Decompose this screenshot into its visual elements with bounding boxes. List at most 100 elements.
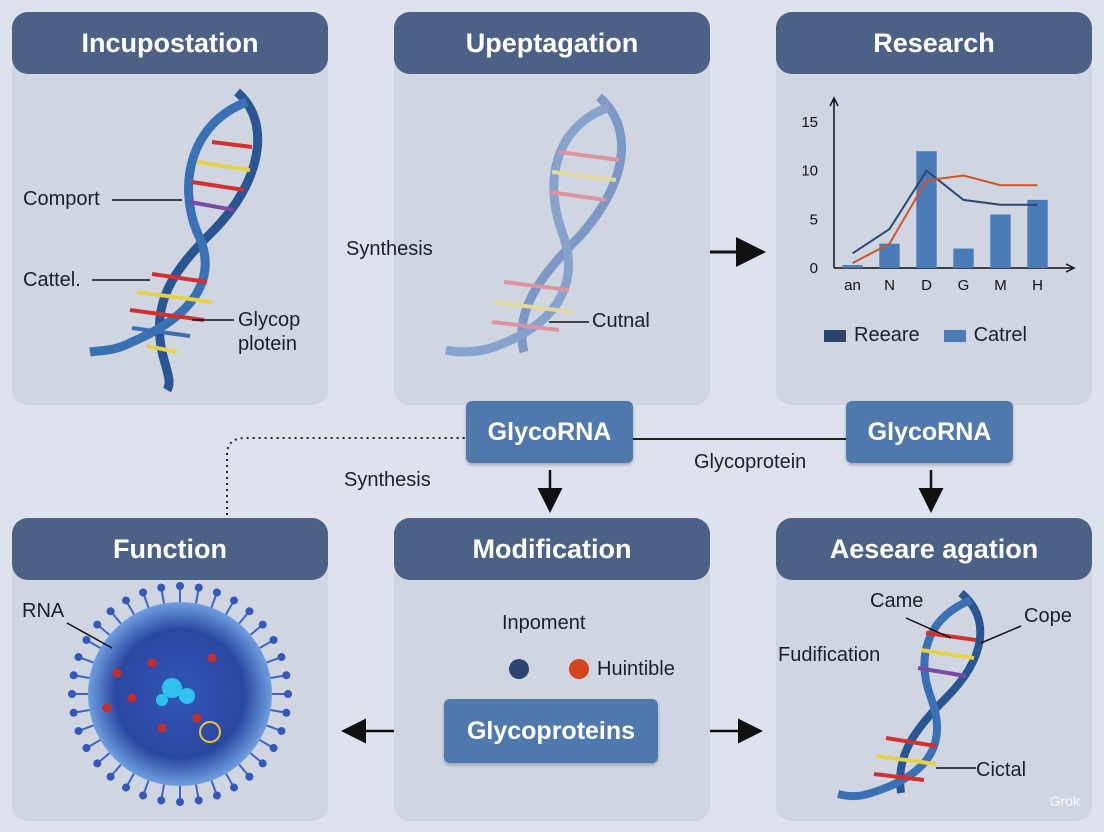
y-tick-label: 0: [810, 260, 818, 277]
dna-helix-icon: [837, 589, 1022, 801]
virus-spike-tip: [139, 588, 148, 597]
glycorna-node-right: GlycoRNA: [846, 401, 1013, 463]
y-tick-label: 15: [801, 114, 818, 131]
label-plotein: plotein: [238, 333, 297, 355]
chart-line: [852, 174, 1038, 265]
virus-spike-tip: [176, 798, 184, 806]
label-glycoprotein-connector: Glycoprotein: [694, 451, 807, 473]
panel-upeptagation: Upeptagation Synthesis Cutnal: [346, 12, 710, 405]
x-axis-arrowhead: [1065, 263, 1076, 273]
y-tick-label: 5: [810, 211, 818, 228]
virus-spike-tip: [282, 708, 291, 717]
chart-bar: [842, 265, 863, 268]
virus-spike-tip: [230, 596, 238, 605]
x-tick-label: M: [994, 277, 1007, 294]
x-tick-label: H: [1032, 277, 1043, 294]
legend-item: Catrel: [943, 324, 1027, 347]
virus-spike-tip: [284, 690, 292, 698]
panel-title: Research: [776, 12, 1092, 74]
virus-dot: [157, 723, 167, 733]
panel-research: Research 0 5 10 15 an N D G M H Reeare Catrel: [776, 12, 1092, 405]
virus-spike-tip: [212, 588, 221, 597]
virus-spike-tip: [176, 582, 184, 590]
label-glycop: Glycop: [238, 309, 301, 331]
virus-spike-tip: [74, 726, 83, 735]
legend-swatch: [824, 329, 846, 342]
virus-spike-tip: [82, 744, 91, 752]
virus-spike-tip: [245, 607, 254, 616]
chart-bar: [953, 248, 974, 268]
label-cutnal: Cutnal: [592, 310, 650, 332]
panel-title: Upeptagation: [394, 12, 710, 74]
panel-title: Incupostation: [12, 12, 328, 74]
chart-bar: [990, 214, 1011, 268]
glycorna-node-left: GlycoRNA: [466, 401, 633, 463]
virus-spike-tip: [277, 726, 286, 735]
panel-title: Modification: [394, 518, 710, 580]
virus-dot: [127, 693, 137, 703]
research-chart: 0 5 10 15 an N D G M H: [801, 96, 1076, 294]
watermark: Grok: [1049, 793, 1080, 809]
x-tick-label: G: [958, 277, 970, 294]
virus-spike-tip: [93, 759, 102, 768]
label-synthesis: Synthesis: [346, 238, 433, 260]
legend-label: Catrel: [973, 324, 1027, 346]
dna-helix-icon: [89, 88, 263, 393]
y-axis-arrowhead: [829, 96, 839, 107]
label-synthesis-connector: Synthesis: [344, 469, 431, 491]
panel-function: Function RNA: [12, 518, 328, 821]
virus-spike-tip: [269, 636, 278, 644]
x-tick-label: N: [884, 277, 895, 294]
panel-incupostation: Incupostation Comport Cattel. Glycop pl: [12, 12, 328, 405]
virus-particle-icon: [66, 582, 292, 806]
virus-spike-tip: [69, 708, 78, 717]
chart-legend: Reeare Catrel: [824, 324, 1027, 347]
virus-spike-tip: [269, 744, 278, 752]
legend-label: Reeare: [854, 324, 920, 346]
virus-dot: [102, 703, 112, 713]
legend-swatch: [943, 329, 966, 342]
virus-dot: [207, 653, 217, 663]
x-tick-label: D: [921, 277, 932, 294]
virus-spike-tip: [93, 620, 102, 629]
chart-bar: [879, 243, 900, 268]
chart-bar: [916, 151, 937, 268]
x-tick-label: an: [844, 277, 861, 294]
label-fudification: Fudification: [778, 644, 881, 666]
dna-helix-faded-icon: [444, 93, 627, 357]
label-cictal: Cictal: [976, 759, 1027, 781]
chart-bar: [1027, 199, 1048, 268]
virus-spike-tip: [157, 583, 166, 592]
dot-huintible-marker: [569, 659, 589, 679]
virus-dot: [112, 668, 122, 678]
label-rna: RNA: [22, 600, 65, 622]
virus-spike-tip: [258, 759, 267, 768]
y-tick-label: 10: [801, 163, 818, 180]
panel-title: Aeseare agation: [776, 518, 1092, 580]
virus-spike-tip: [122, 596, 130, 605]
virus-spike-tip: [245, 772, 254, 781]
virus-spike-tip: [82, 636, 91, 644]
virus-spike-tip: [282, 671, 291, 680]
glycoproteins-node: Glycoproteins: [444, 699, 658, 763]
virus-spike-tip: [139, 791, 148, 800]
chart-line: [851, 169, 1038, 255]
virus-spike-tip: [194, 583, 203, 592]
virus-spike-tip: [157, 796, 166, 805]
virus-spike-tip: [106, 772, 115, 781]
dotted-connector: [226, 437, 466, 515]
virus-spike-tip: [212, 791, 221, 800]
virus-spike-tip: [69, 671, 78, 680]
virus-spike-tip: [68, 690, 76, 698]
virus-dot: [192, 713, 202, 723]
panel-title: Function: [12, 518, 328, 580]
label-inpoment: Inpoment: [502, 612, 586, 634]
panel-modification: Modification Inpoment Huintible: [394, 518, 710, 821]
virus-spike-tip: [230, 783, 238, 792]
label-huintible: Huintible: [597, 658, 675, 680]
virus-spike-tip: [277, 653, 286, 662]
dot-inpoment-marker: [509, 659, 529, 679]
virus-spike-tip: [194, 796, 203, 805]
virus-spike-tip: [74, 653, 83, 662]
